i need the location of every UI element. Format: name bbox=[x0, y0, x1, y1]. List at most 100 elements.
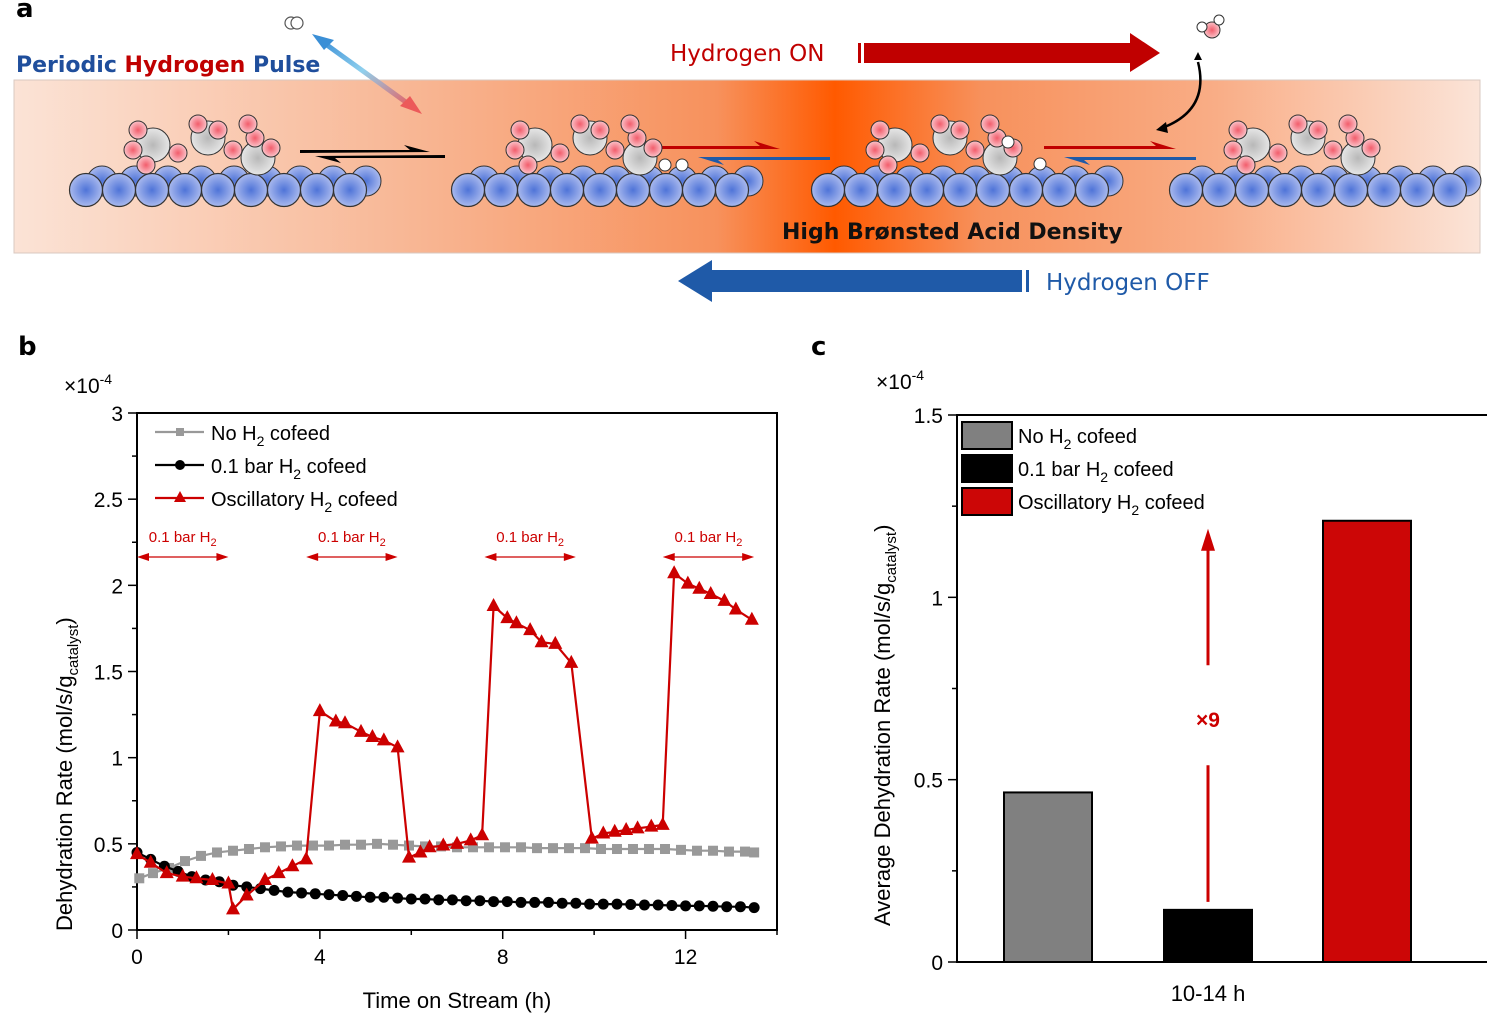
c-category-label: 10-14 h bbox=[1171, 981, 1246, 1006]
b-legend-label: 0.1 bar H2 cofeed bbox=[211, 456, 367, 482]
c-bar-3 bbox=[1322, 519, 1412, 963]
b-point-triangle bbox=[312, 703, 327, 717]
oxygen-atom bbox=[261, 138, 281, 158]
b-point-triangle bbox=[422, 839, 437, 853]
b-point-triangle bbox=[500, 610, 515, 624]
oxygen-atom bbox=[1223, 140, 1243, 160]
b-point-circle bbox=[542, 896, 554, 908]
b-point-circle bbox=[529, 896, 541, 908]
b-point-square bbox=[276, 841, 286, 852]
b-point-circle bbox=[378, 891, 390, 903]
surface-atom bbox=[615, 172, 651, 208]
b-annot-label: 0.1 bar H2 bbox=[675, 529, 743, 549]
oxygen-atom bbox=[878, 155, 898, 175]
b-point-square bbox=[740, 846, 750, 857]
b-point-square bbox=[324, 840, 334, 851]
surface-atom bbox=[332, 172, 368, 208]
b-point-triangle bbox=[717, 592, 732, 606]
b-annot-label: 0.1 bar H2 bbox=[318, 529, 386, 549]
b-xtick-label: 0 bbox=[131, 946, 143, 969]
c-ytick-label: 1.5 bbox=[914, 405, 943, 428]
b-point-square bbox=[580, 843, 590, 854]
surface-atom bbox=[681, 172, 717, 208]
hydrogen-off-arrow bbox=[678, 260, 1029, 302]
b-legend-label: Oscillatory H2 cofeed bbox=[211, 489, 398, 515]
oxygen-atom bbox=[208, 120, 228, 140]
b-legend-item: No H2 cofeed bbox=[155, 423, 330, 449]
surface-atom bbox=[1399, 172, 1435, 208]
b-point-circle bbox=[282, 886, 294, 898]
b-point-triangle bbox=[285, 858, 300, 872]
c-legend-label: Oscillatory H2 cofeed bbox=[1018, 492, 1205, 518]
oxygen-atom bbox=[128, 120, 148, 140]
b-point-circle bbox=[364, 891, 376, 903]
b-point-triangle bbox=[205, 872, 220, 886]
b-point-circle bbox=[748, 902, 760, 914]
title-part-3: Pulse bbox=[245, 53, 320, 78]
b-xlabel: Time on Stream (h) bbox=[363, 988, 552, 1013]
hydrogen-atom bbox=[1033, 157, 1047, 171]
oxygen-atom bbox=[1236, 155, 1256, 175]
b-ytick-label: 1.5 bbox=[94, 662, 123, 685]
b-point-square bbox=[388, 839, 398, 850]
b-point-circle bbox=[337, 890, 349, 902]
b-point-square bbox=[134, 873, 145, 884]
oxygen-atom bbox=[1308, 120, 1328, 140]
b-annot-arrowhead-right bbox=[385, 553, 398, 561]
b-ytick-label: 2 bbox=[111, 575, 123, 598]
catalyst-surface-3 bbox=[810, 114, 1124, 208]
b-point-triangle bbox=[655, 816, 670, 830]
b-legend-item: Oscillatory H2 cofeed bbox=[155, 489, 398, 515]
b-point-square bbox=[548, 843, 558, 854]
b-point-triangle bbox=[390, 739, 405, 753]
b-h2-period-annotation: 0.1 bar H2 bbox=[484, 529, 576, 561]
b-ytick-label: 0.5 bbox=[94, 834, 123, 857]
b-point-triangle bbox=[534, 634, 549, 648]
b-point-triangle bbox=[463, 832, 478, 846]
oxygen-atom bbox=[865, 140, 885, 160]
b-point-square bbox=[468, 842, 478, 853]
b-point-square bbox=[180, 856, 190, 867]
adsorbed-molecule bbox=[1223, 114, 1381, 176]
b-point-triangle bbox=[226, 901, 240, 915]
surface-atom bbox=[68, 172, 104, 208]
surface-atom bbox=[843, 172, 879, 208]
surface-atom bbox=[975, 172, 1011, 208]
surface-atom bbox=[549, 172, 585, 208]
surface-atom bbox=[134, 172, 170, 208]
surface-atom bbox=[1234, 172, 1270, 208]
b-point-square bbox=[612, 844, 622, 855]
b-annot-arrowhead-left bbox=[484, 553, 497, 561]
b-point-triangle bbox=[584, 830, 599, 844]
surface-atom bbox=[1366, 172, 1402, 208]
adsorbed-molecule bbox=[865, 114, 1023, 176]
adsorbed-molecule bbox=[123, 114, 281, 176]
b-legend-item: 0.1 bar H2 cofeed bbox=[155, 456, 367, 482]
b-annot-arrowhead-left bbox=[662, 553, 675, 561]
b-point-triangle bbox=[338, 715, 352, 729]
oxygen-atom bbox=[136, 155, 156, 175]
catalyst-surface-2 bbox=[450, 114, 764, 208]
oxygen-atom bbox=[1323, 140, 1343, 160]
surface-atom bbox=[233, 172, 269, 208]
b-point-square bbox=[420, 841, 430, 852]
b-xtick-label: 12 bbox=[674, 946, 697, 969]
c-legend-label: No H2 cofeed bbox=[1018, 426, 1137, 452]
b-point-triangle bbox=[509, 615, 524, 629]
c-multiplier: ×10-4 bbox=[876, 367, 924, 394]
b-ytick-label: 3 bbox=[111, 403, 123, 426]
b-point-square bbox=[484, 842, 494, 853]
b-point-circle bbox=[392, 892, 404, 904]
b-annot-arrowhead-right bbox=[742, 553, 755, 561]
desorption-curved-arrow bbox=[1161, 61, 1202, 130]
b-point-circle bbox=[350, 890, 362, 902]
c-legend-item: 0.1 bar H2 cofeed bbox=[961, 454, 1174, 485]
b-multiplier: ×10-4 bbox=[64, 371, 112, 398]
surface-atom bbox=[1333, 172, 1369, 208]
surface-atom bbox=[648, 172, 684, 208]
surface-atom bbox=[1300, 172, 1336, 208]
surface-atom bbox=[299, 172, 335, 208]
b-annot-arrowhead-left bbox=[306, 553, 319, 561]
